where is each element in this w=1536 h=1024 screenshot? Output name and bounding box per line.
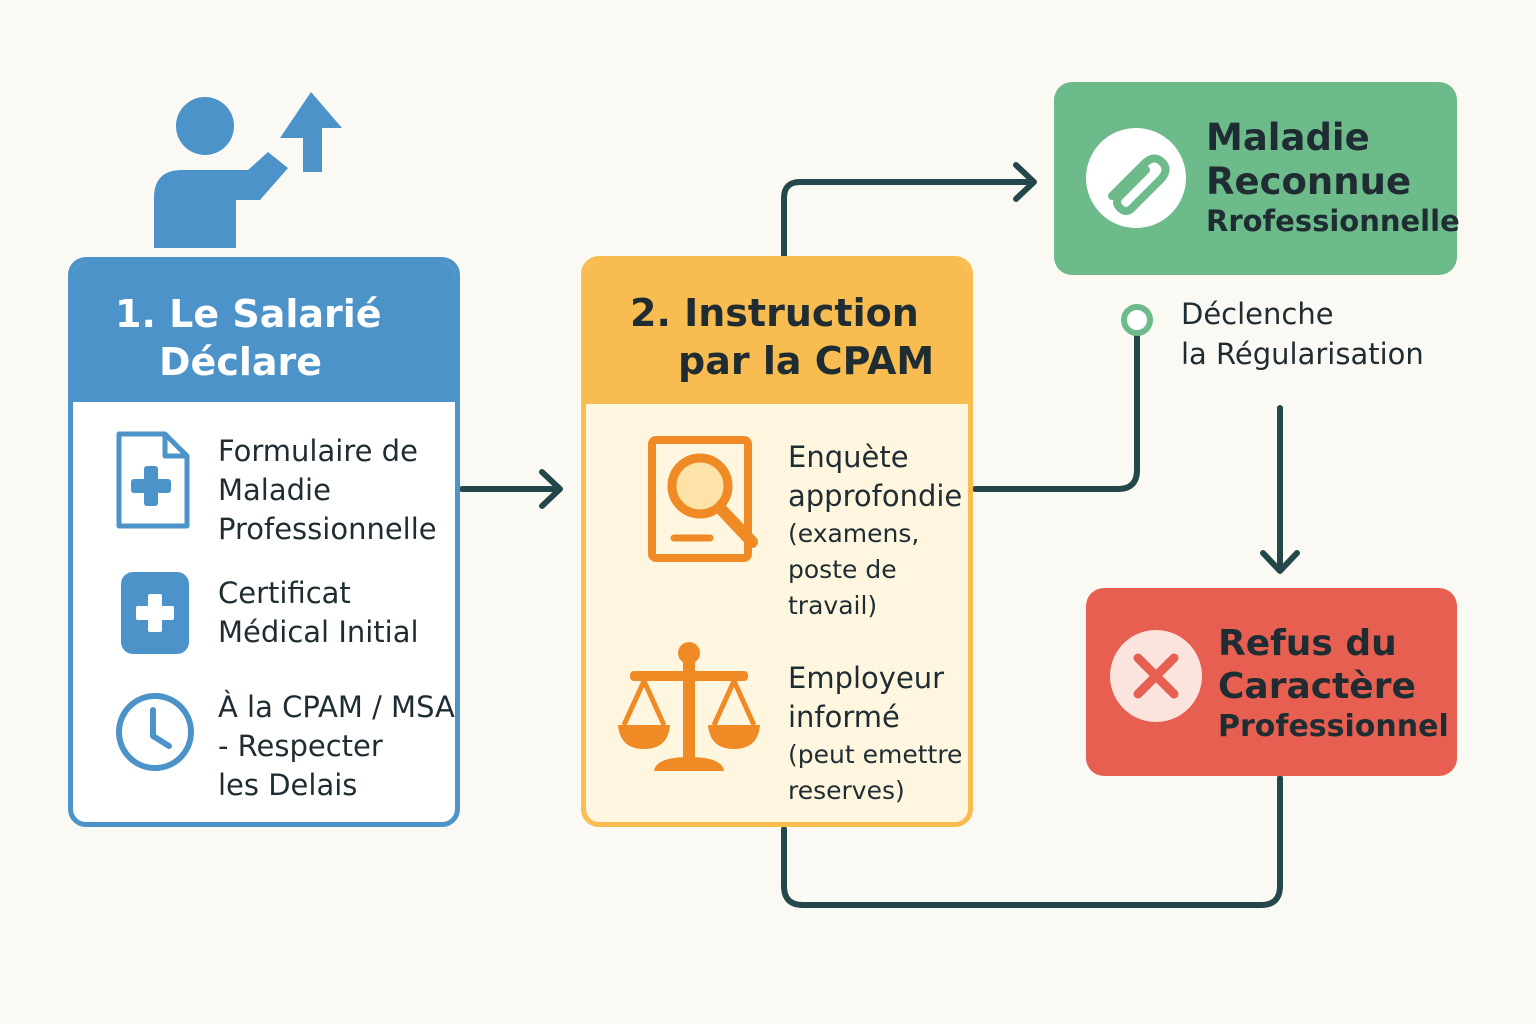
arrowhead-trigger-to-refusal [1260,550,1300,574]
outcome-refusal-line3: Professionnel [1218,709,1449,744]
step1-title-line1: 1. Le Salarié [115,292,382,336]
step2-item-employer-line2: informé [788,700,900,734]
step2-item-employer-line4: reserves) [788,776,905,805]
clock-icon [116,693,194,771]
trigger-note: Déclenche la Régularisation [1181,294,1424,374]
document-plus-icon [116,431,190,529]
scales-icon [618,642,760,771]
loop-refusal-to-step2 [781,775,1283,908]
outcome-recognized-line1: Maladie [1206,116,1370,159]
trigger-note-line2: la Régularisation [1181,337,1424,371]
medical-cross-icon [121,572,189,654]
magnifier-document-icon [648,436,758,562]
outcome-recognized-line3: Rrofessionnelle [1206,204,1460,238]
step1-item-deadline-line3: les Delais [218,768,358,802]
step1-card: 1. Le Salarié Déclare Formulaire de Mala… [68,257,460,827]
trigger-node [1121,304,1153,336]
arrowhead-step1-to-step2 [539,469,563,509]
step2-item-employer-line3: (peut emettre [788,740,963,769]
step1-item-deadline-line2: - Respecter [218,729,383,763]
person-raising-hand-icon [154,92,342,248]
cross-icon [1110,630,1202,722]
step1-item-certificate-line2: Médical Initial [218,615,419,649]
step1-item-form-line1: Formulaire de [218,434,418,468]
outcome-refusal-box: Refus du Caractère Professionnel [1086,588,1457,776]
step1-item-deadline-line1: À la CPAM / MSA [218,690,455,724]
step2-header: 2. Instruction par la CPAM [586,261,968,404]
step2-item-investigation-line1: Enquète [788,440,909,474]
step1-item-form-line3: Professionnelle [218,512,437,546]
outcome-recognized-box: Maladie Reconnue Rrofessionnelle [1054,82,1460,275]
step1-item-form-line2: Maladie [218,473,331,507]
outcome-refusal-line1: Refus du [1218,623,1397,664]
step2-item-investigation-line4: poste de [788,555,897,584]
arrowhead-step2-to-recognized [1013,162,1037,202]
step1-item-certificate-line1: Certificat [218,576,351,610]
step2-item-investigation-line3: (examens, [788,519,920,548]
step2-card: 2. Instruction par la CPAM Enquète appro… [581,256,973,827]
step1-title-line2: Déclare [159,340,323,384]
step2-item-investigation-line2: approfondie [788,479,963,513]
step2-item-investigation-line5: travail) [788,591,878,620]
outcome-recognized-line2: Reconnue [1206,160,1412,203]
line-step2-to-trigger [972,331,1140,492]
trigger-note-line1: Déclenche [1181,297,1334,331]
step2-title-line2: par la CPAM [678,339,935,383]
paperclip-icon [1086,128,1186,228]
step1-header: 1. Le Salarié Déclare [73,262,455,402]
arrow-step2-to-recognized [781,179,1035,258]
step2-title-line1: 2. Instruction [630,291,919,335]
outcome-refusal-line2: Caractère [1218,666,1416,707]
step2-item-employer-line1: Employeur [788,661,945,695]
